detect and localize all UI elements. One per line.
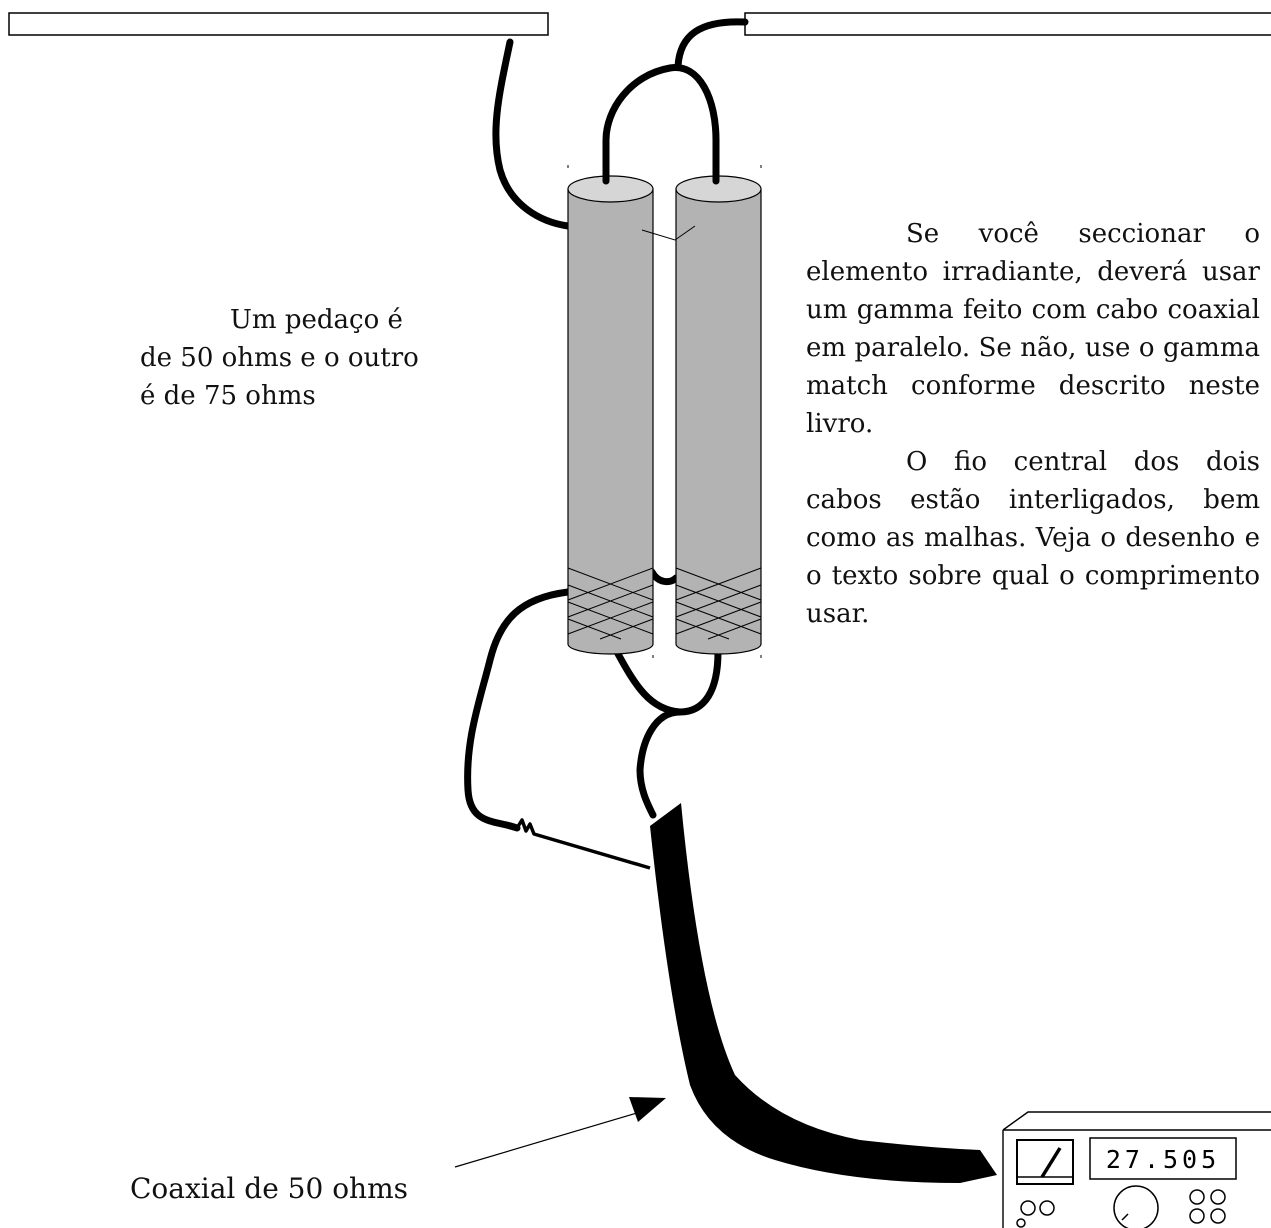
wire-shield-left bbox=[464, 588, 572, 832]
left-annotation: Um pedaço é de 50 ohms e o outro é de 75… bbox=[140, 301, 500, 415]
wire-to-coax-center bbox=[636, 708, 684, 819]
control-knobs bbox=[1016, 1185, 1226, 1228]
left-annotation-line-3: é de 75 ohms bbox=[140, 381, 316, 411]
wire-left-element bbox=[492, 38, 572, 230]
radio-transceiver: 27.505 bbox=[1002, 1111, 1271, 1228]
wire-top-fork bbox=[602, 64, 720, 184]
right-annotation-paragraph-1: Se você seccionar o elemento irradiante,… bbox=[806, 219, 1260, 439]
antenna-element-right bbox=[744, 12, 1271, 36]
right-annotation-paragraph-2: O fio central dos dois cabos estão inter… bbox=[806, 447, 1260, 629]
tuning-knob-icon bbox=[1113, 1185, 1159, 1228]
junction-mark bbox=[641, 225, 696, 241]
wire-shield-tail bbox=[515, 818, 651, 870]
feed-coaxial-cable bbox=[650, 803, 997, 1183]
antenna-element-left bbox=[8, 12, 549, 36]
meter-needle-icon bbox=[1040, 1147, 1062, 1178]
left-annotation-line-2: de 50 ohms e o outro bbox=[140, 343, 419, 373]
coax-pointer-arrow bbox=[454, 1097, 666, 1168]
right-annotation: Se você seccionar o elemento irradiante,… bbox=[806, 215, 1260, 633]
coax-label: Coaxial de 50 ohms bbox=[130, 1172, 409, 1205]
wire-bottom-fork bbox=[613, 648, 722, 716]
left-annotation-line-1: Um pedaço é bbox=[230, 305, 403, 335]
coax-piece-left bbox=[567, 175, 654, 655]
frequency-display bbox=[1089, 1137, 1237, 1180]
frequency-display-text: 27.505 bbox=[1106, 1145, 1220, 1174]
wire-center-link bbox=[648, 568, 680, 586]
coax-piece-right bbox=[675, 175, 762, 655]
wire-right-element bbox=[674, 18, 749, 70]
